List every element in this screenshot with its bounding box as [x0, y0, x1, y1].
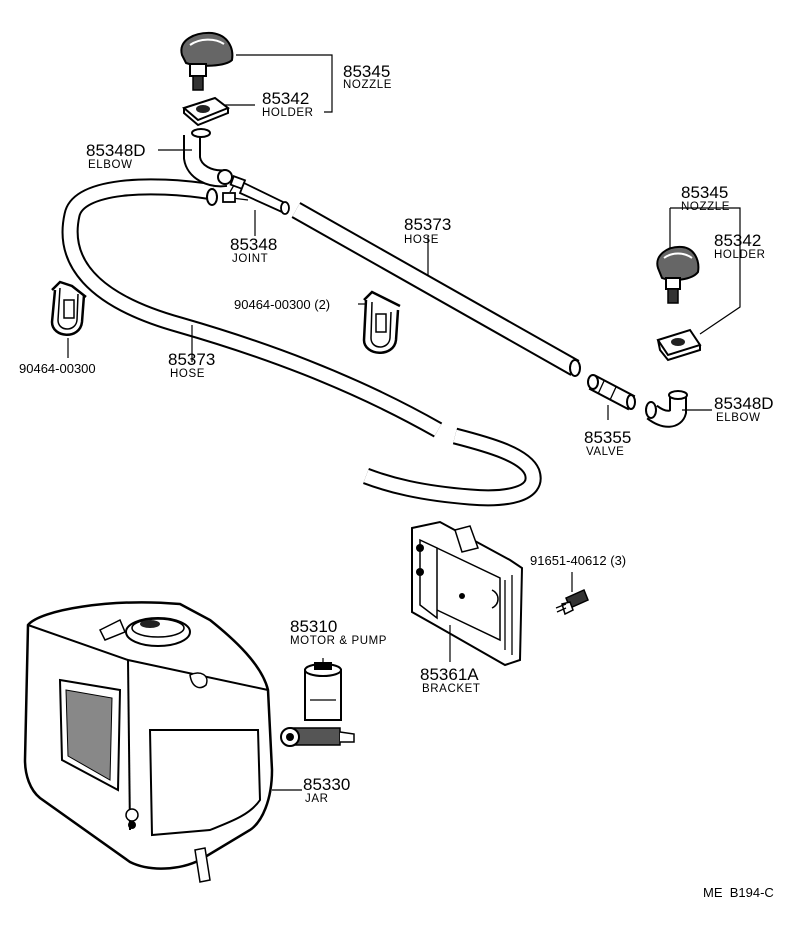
hose-upper-end: [569, 359, 581, 377]
clip-mid-drawing: [362, 290, 401, 354]
hose-left-end: [206, 188, 218, 206]
svg-text:85330: 85330: [303, 775, 350, 794]
jar-drawing: [23, 601, 274, 883]
svg-text:NOZZLE: NOZZLE: [681, 201, 730, 213]
svg-text:85342: 85342: [262, 89, 309, 108]
label-jar: 85330 JAR: [303, 775, 350, 805]
label-bracket: 85361A BRACKET: [420, 665, 481, 695]
svg-text:BRACKET: BRACKET: [422, 683, 481, 695]
svg-text:VALVE: VALVE: [586, 446, 624, 458]
holder-top-drawing: [181, 96, 231, 127]
label-elbow-top: 85348D ELBOW: [86, 141, 146, 171]
svg-text:90464-00300: 90464-00300: [19, 361, 96, 376]
svg-text:HOSE: HOSE: [404, 234, 439, 246]
svg-text:85348D: 85348D: [86, 141, 146, 160]
svg-text:85345: 85345: [343, 62, 390, 81]
hose-lower-loop-drawing: [363, 427, 542, 507]
svg-text:85373: 85373: [168, 350, 215, 369]
svg-text:85355: 85355: [584, 428, 631, 447]
svg-text:JOINT: JOINT: [232, 253, 268, 265]
label-clip-left: 90464-00300: [19, 361, 96, 376]
elbow-right-drawing: [645, 390, 688, 428]
svg-text:85348D: 85348D: [714, 394, 774, 413]
label-holder-right: 85342 HOLDER: [714, 231, 766, 261]
label-hose-upper: 85373 HOSE: [404, 215, 451, 246]
catalog-code: ME B194-C: [703, 885, 774, 900]
svg-text:HOLDER: HOLDER: [262, 107, 314, 119]
svg-text:90464-00300 (2): 90464-00300 (2): [234, 297, 330, 312]
svg-text:85342: 85342: [714, 231, 761, 250]
svg-text:91651-40612 (3): 91651-40612 (3): [530, 553, 626, 568]
svg-text:85345: 85345: [681, 183, 728, 202]
svg-text:MOTOR & PUMP: MOTOR & PUMP: [290, 635, 387, 647]
elbow-top-drawing: [183, 128, 233, 188]
svg-text:85373: 85373: [404, 215, 451, 234]
label-nozzle-right: 85345 NOZZLE: [681, 183, 730, 213]
svg-text:HOSE: HOSE: [170, 368, 205, 380]
bolt-drawing: [555, 588, 589, 616]
svg-text:85310: 85310: [290, 617, 337, 636]
motor-pump-drawing: [280, 662, 355, 747]
clip-left-drawing: [50, 280, 87, 336]
nozzle-right-drawing: [656, 245, 700, 304]
hose-upper-drawing: [291, 202, 580, 376]
svg-text:JAR: JAR: [305, 793, 329, 805]
svg-text:ELBOW: ELBOW: [716, 412, 761, 424]
valve-drawing: [587, 374, 636, 411]
svg-text:HOLDER: HOLDER: [714, 249, 766, 261]
label-holder-top: 85342 HOLDER: [262, 89, 314, 119]
label-motor-pump: 85310 MOTOR & PUMP: [290, 617, 387, 647]
joint-drawing: [222, 175, 290, 215]
svg-text:ELBOW: ELBOW: [88, 159, 133, 171]
label-bolt: 91651-40612 (3): [530, 553, 626, 568]
svg-text:85348: 85348: [230, 235, 277, 254]
svg-text:NOZZLE: NOZZLE: [343, 79, 392, 91]
label-clip-mid: 90464-00300 (2): [234, 297, 330, 312]
leader-lines: [67, 54, 741, 791]
nozzle-top-drawing: [180, 31, 234, 91]
svg-text:85361A: 85361A: [420, 665, 479, 684]
label-elbow-right: 85348D ELBOW: [714, 394, 774, 424]
hose-left-drawing: [61, 178, 443, 438]
label-hose-left: 85373 HOSE: [168, 350, 215, 380]
label-joint: 85348 JOINT: [230, 235, 277, 265]
bracket-drawing: [411, 520, 524, 667]
holder-right-drawing: [656, 328, 702, 362]
label-nozzle-top: 85345 NOZZLE: [343, 62, 392, 91]
label-valve: 85355 VALVE: [584, 428, 631, 458]
